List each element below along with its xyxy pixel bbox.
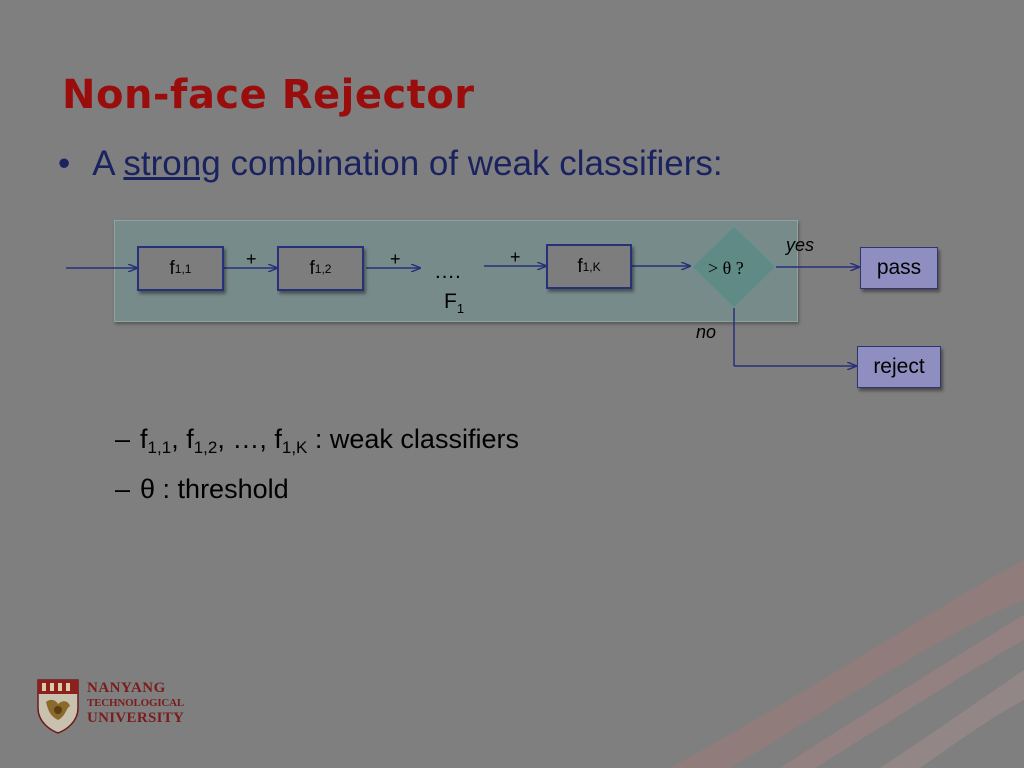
legend-sep-2: , …, f [217, 424, 282, 454]
legend-desc: : weak classifiers [307, 424, 519, 454]
bullet-marker: • [58, 144, 71, 183]
legend-threshold-text: θ : threshold [140, 474, 289, 504]
slide-title: Non-face Rejector [62, 72, 475, 118]
logo-line-2: TECHNOLOGICAL [87, 697, 185, 709]
legend-dash: – [115, 474, 131, 504]
legend-item-classifiers: –f1,1, f1,2, …, f1,K : weak classifiers [115, 424, 519, 458]
f1k-sub: 1,K [582, 259, 601, 274]
bullet-emphasis: strong [123, 144, 221, 183]
reject-box: reject [857, 346, 941, 388]
bullet-suffix: combination of weak classifiers: [230, 144, 723, 183]
plus-sign-2: + [390, 249, 401, 269]
cascade-stage-panel [114, 220, 798, 322]
crest-icon [37, 679, 79, 734]
plus-sign-3: + [510, 247, 521, 267]
ellipsis: …. [434, 260, 461, 283]
sum-sub: 1 [456, 301, 465, 317]
f1k-base: f [577, 255, 583, 277]
logo-line-1: NANYANG [87, 680, 166, 696]
f11-sub: 1,1 [174, 261, 192, 276]
legend-sep-1: , f [171, 424, 194, 454]
legend-item-threshold: –θ : threshold [115, 474, 289, 505]
legend-f: f [140, 424, 148, 454]
legend-sub-1: 1,1 [147, 438, 172, 457]
yes-label: yes [786, 235, 815, 255]
bullet-prefix: A [92, 144, 114, 183]
decision-label: > θ ? [708, 258, 744, 278]
plus-sign-1: + [246, 249, 257, 269]
pass-box: pass [860, 247, 938, 289]
f11-base: f [169, 257, 175, 279]
logo-wordmark: NANYANG TECHNOLOGICAL UNIVERSITY [87, 681, 184, 726]
decorative-swoosh [670, 560, 1024, 768]
legend-sub-2: 1,2 [193, 438, 218, 457]
f12-sub: 1,2 [314, 261, 332, 276]
logo-line-3: UNIVERSITY [87, 710, 185, 726]
main-bullet: • A strong combination of weak classifier… [58, 144, 723, 184]
sum-base: F [444, 290, 457, 313]
university-logo: NANYANG TECHNOLOGICAL UNIVERSITY [36, 678, 196, 738]
f12-base: f [309, 257, 315, 279]
legend-sub-3: 1,K [281, 438, 308, 457]
no-label: no [696, 322, 717, 342]
legend-dash: – [115, 424, 131, 454]
stage-sum-label: F1 [444, 290, 464, 316]
